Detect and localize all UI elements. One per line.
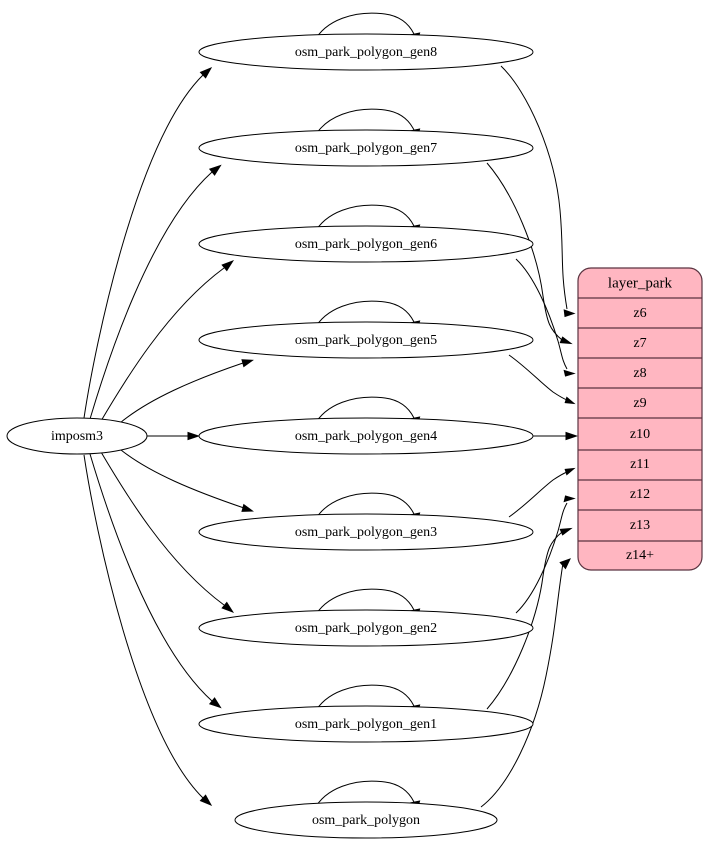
node-gen8-label: osm_park_polygon_gen8: [295, 45, 437, 60]
layer-park-row-z8[interactable]: z8: [578, 366, 702, 389]
edge-gen2-to-z12: [515, 495, 576, 614]
layer-park-row-z10[interactable]: z10: [578, 427, 702, 451]
node-gen1[interactable]: osm_park_polygon_gen1: [198, 705, 534, 743]
layer-park-row-z7[interactable]: z7: [578, 336, 702, 359]
edge-gen8-to-z6: [500, 65, 576, 318]
layer-park-row-z9[interactable]: z9: [578, 396, 702, 419]
node-gen4[interactable]: osm_park_polygon_gen4: [198, 417, 534, 455]
node-gen2-label: osm_park_polygon_gen2: [295, 621, 437, 636]
node-gen1-label: osm_park_polygon_gen1: [295, 717, 437, 732]
layer-park-row-z10-label: z10: [630, 427, 650, 442]
edge-imposm3-to-gen7: [89, 164, 222, 420]
layer-park-row-z13[interactable]: z13: [578, 518, 702, 542]
edge-imposm3-to-gen3: [120, 449, 254, 512]
layer-park-row-z12[interactable]: z12: [578, 487, 702, 511]
edge-imposm3-to-gen4: [147, 431, 201, 441]
layer-park-table-background: [577, 267, 703, 571]
node-gen2[interactable]: osm_park_polygon_gen2: [198, 609, 534, 647]
layer-park-row-z11[interactable]: z11: [578, 457, 702, 481]
node-gen7-label: osm_park_polygon_gen7: [295, 141, 437, 156]
layer-park-row-z12-label: z12: [630, 487, 650, 502]
edge-imposm3-to-gen2: [100, 451, 235, 613]
node-gen7[interactable]: osm_park_polygon_gen7: [198, 129, 534, 167]
node-imposm3-label: imposm3: [51, 429, 103, 444]
layer-park-row-z7-label: z7: [633, 336, 646, 351]
node-gen3-label: osm_park_polygon_gen3: [295, 525, 437, 540]
layer-park-row-z6[interactable]: z6: [578, 306, 702, 329]
edge-imposm3-to-gen8: [83, 67, 213, 419]
edge-gen7-to-z7: [486, 162, 573, 345]
edge-gen4-to-z10: [533, 431, 579, 441]
node-gen6-label: osm_park_polygon_gen6: [295, 237, 437, 252]
node-gen8[interactable]: osm_park_polygon_gen8: [198, 33, 534, 71]
layer-park-table[interactable]: layer_park z6 z7 z8 z9 z10: [577, 267, 703, 571]
node-base-label: osm_park_polygon: [312, 813, 420, 828]
edge-base-to-z14plus: [480, 558, 571, 808]
node-gen3[interactable]: osm_park_polygon_gen3: [198, 513, 534, 551]
edge-group-source-to-process: [83, 67, 254, 806]
layer-park-header-label: layer_park: [608, 275, 673, 291]
node-gen5[interactable]: osm_park_polygon_gen5: [198, 321, 534, 359]
edge-gen3-to-z11: [508, 467, 576, 518]
edge-imposm3-to-gen6: [100, 260, 235, 422]
layer-park-row-z11-label: z11: [630, 457, 650, 472]
layer-park-row-z14plus-label: z14+: [626, 548, 654, 563]
edge-imposm3-to-gen5: [119, 359, 254, 424]
node-base[interactable]: osm_park_polygon: [234, 801, 498, 839]
edge-imposm3-to-base: [83, 454, 213, 806]
node-gen6[interactable]: osm_park_polygon_gen6: [198, 225, 534, 263]
layer-park-row-z14plus[interactable]: z14+: [626, 548, 654, 563]
edge-group-process-to-layer: [480, 65, 579, 808]
edge-gen1-to-z13: [486, 527, 573, 710]
node-gen4-label: osm_park_polygon_gen4: [295, 429, 437, 444]
edge-imposm3-to-gen1: [89, 453, 222, 709]
edge-gen6-to-z8: [515, 258, 576, 377]
layer-park-row-z13-label: z13: [630, 518, 650, 533]
node-gen5-label: osm_park_polygon_gen5: [295, 333, 437, 348]
layer-park-row-z8-label: z8: [633, 366, 646, 381]
node-imposm3[interactable]: imposm3: [6, 417, 148, 455]
edge-gen5-to-z9: [508, 354, 576, 405]
layer-park-row-z9-label: z9: [633, 396, 646, 411]
layer-park-row-z6-label: z6: [633, 306, 646, 321]
layer-park-table-header: layer_park: [578, 275, 702, 299]
